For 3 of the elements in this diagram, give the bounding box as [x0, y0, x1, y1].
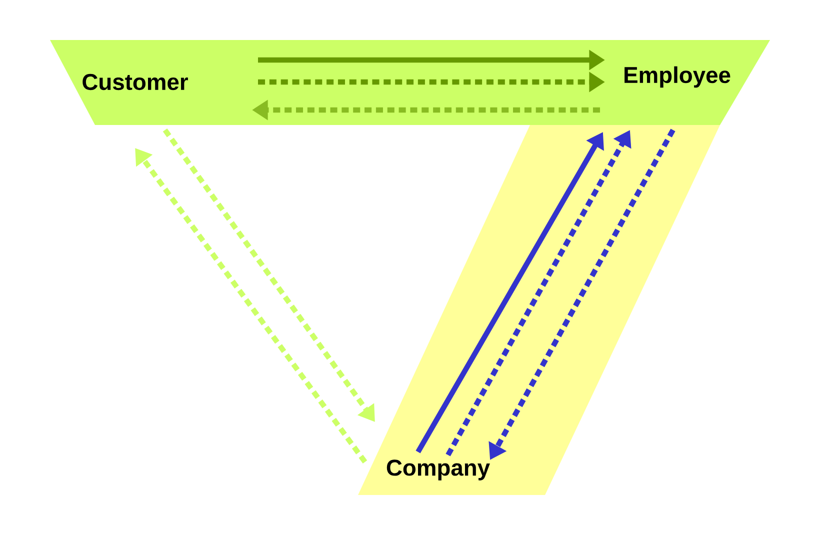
node-label: Employee — [624, 66, 730, 88]
node-label: Customer — [82, 74, 188, 90]
node-label: Company — [386, 460, 490, 480]
